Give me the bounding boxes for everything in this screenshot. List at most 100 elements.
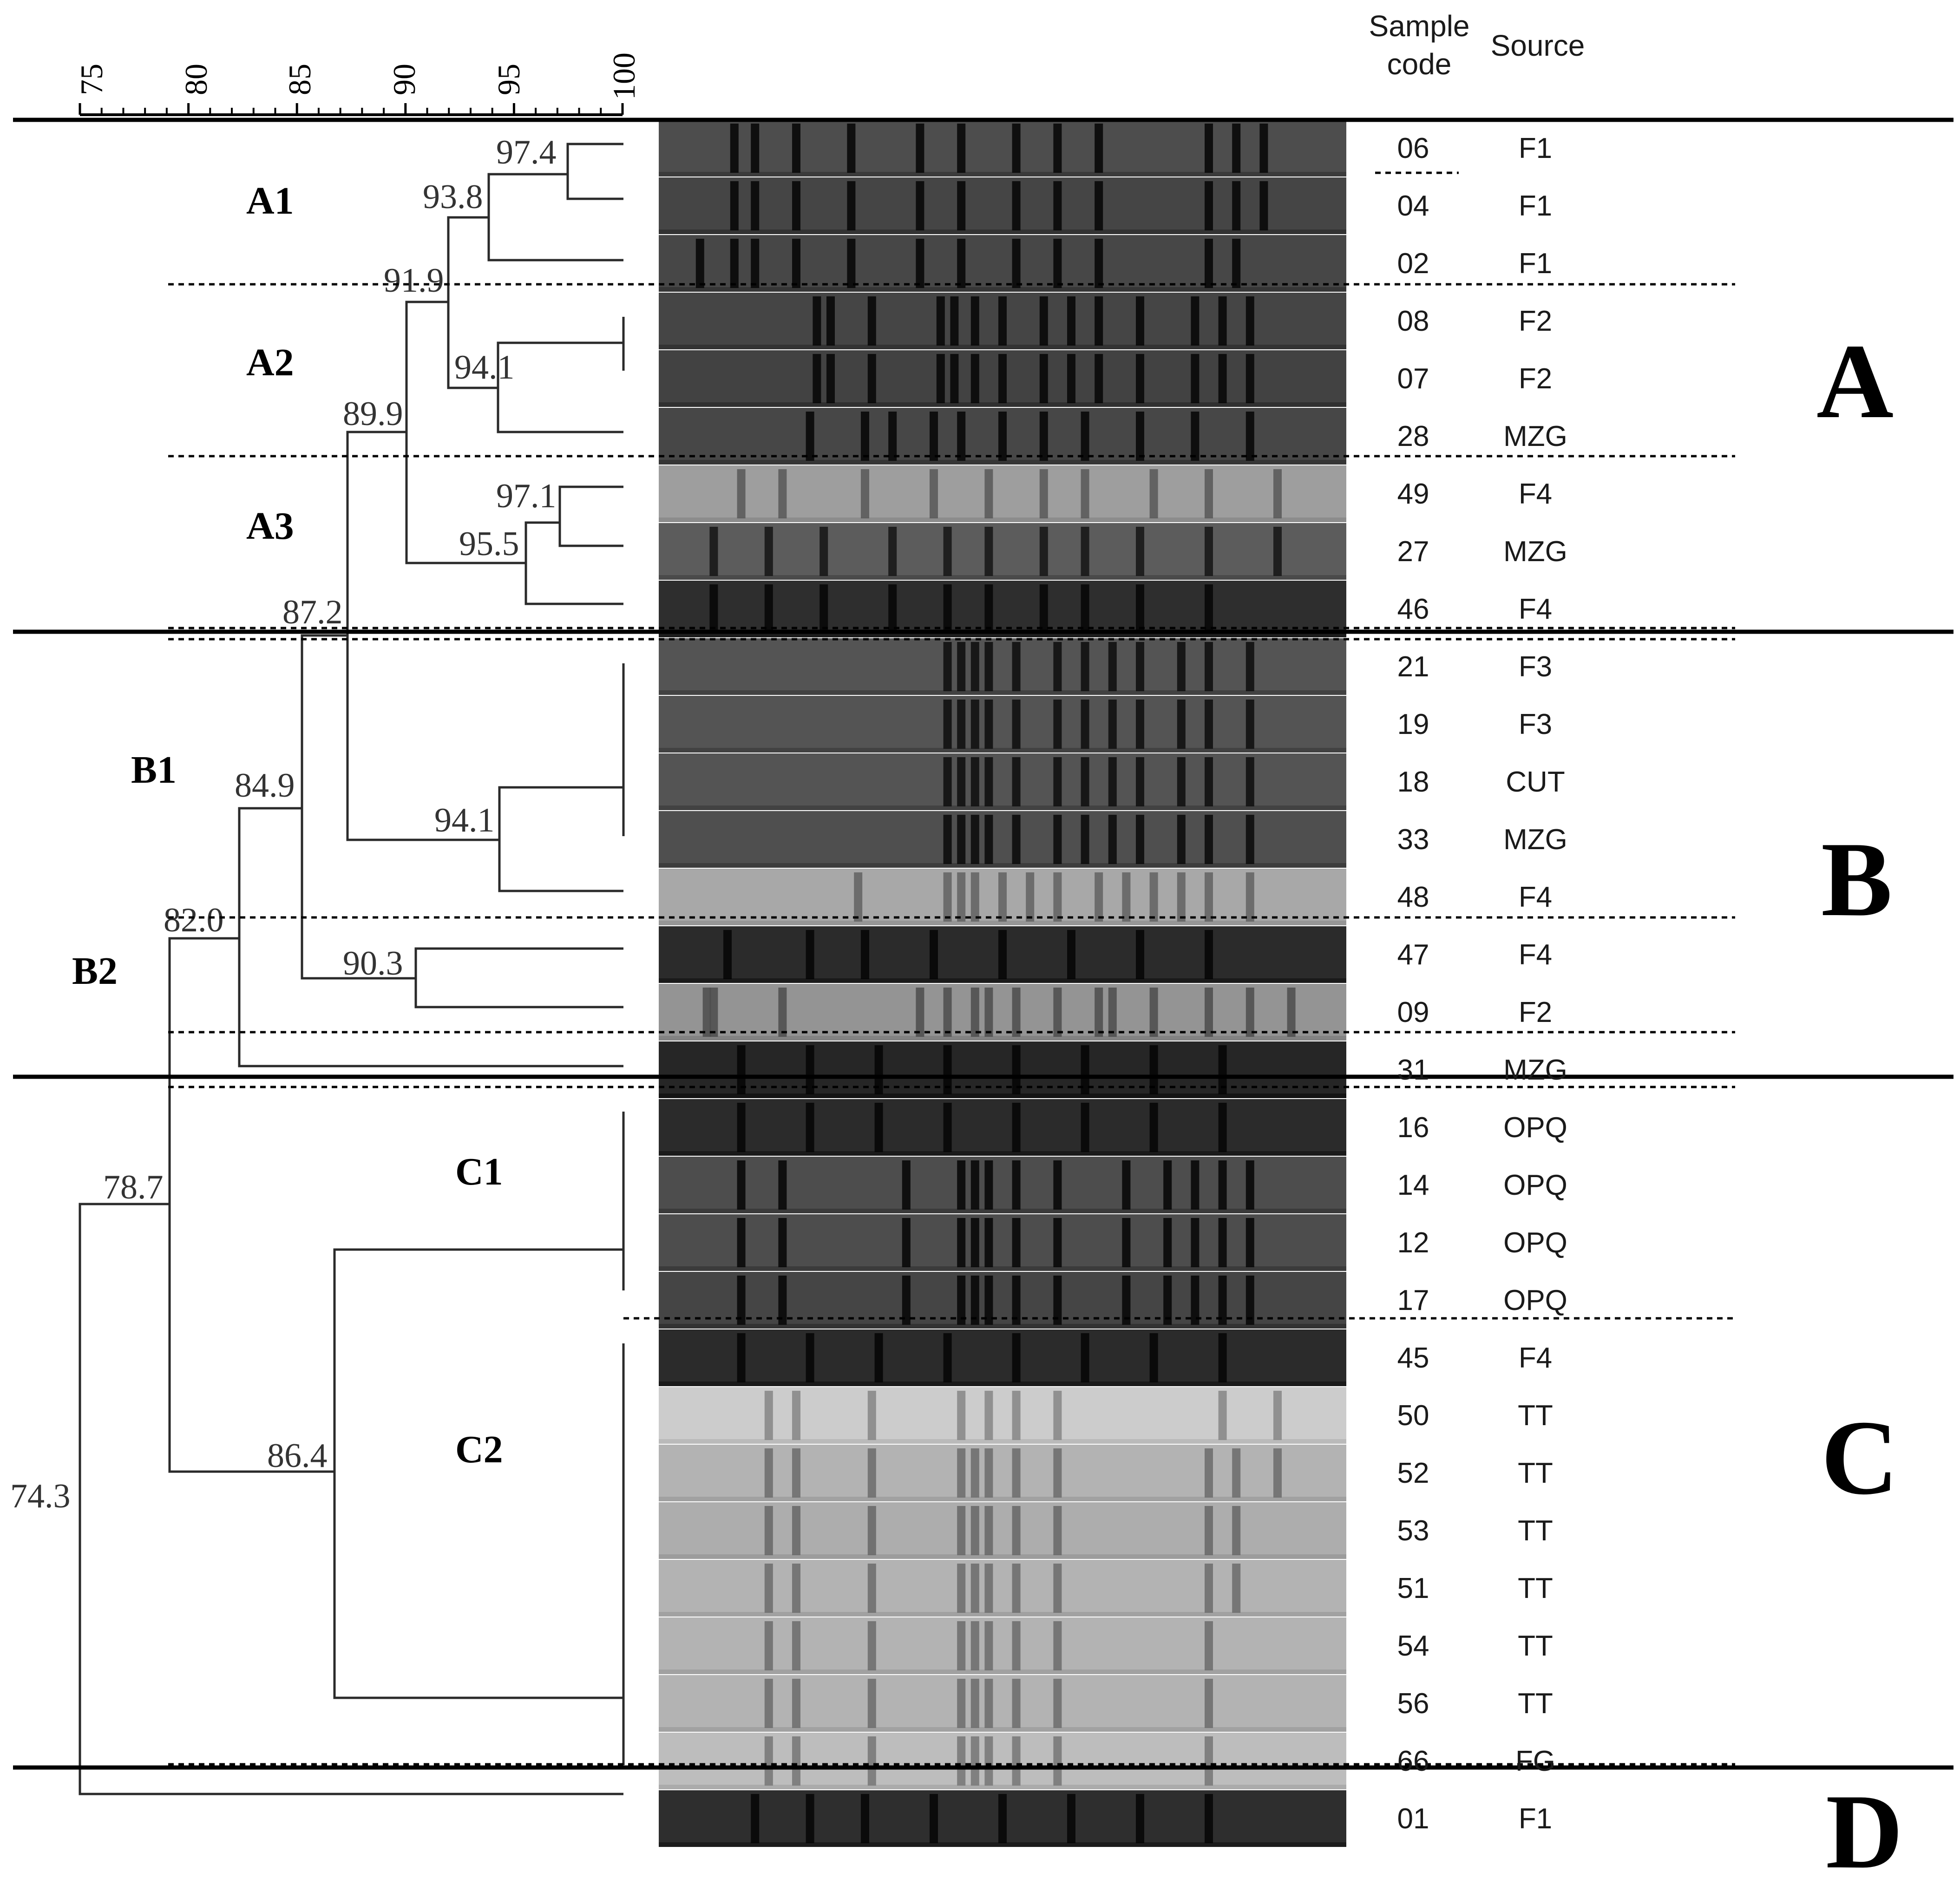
gel-band bbox=[1136, 757, 1144, 806]
gel-band bbox=[813, 296, 821, 346]
gel-band bbox=[984, 1736, 993, 1786]
gel-band bbox=[1108, 700, 1117, 749]
gel-band bbox=[1205, 1506, 1213, 1555]
gel-band bbox=[1205, 1448, 1213, 1498]
gel-band bbox=[1053, 1218, 1062, 1267]
gel-lane-shadow bbox=[659, 1842, 1346, 1847]
gel-band bbox=[984, 1391, 993, 1440]
gel-band bbox=[1205, 930, 1213, 979]
gel-band bbox=[1136, 642, 1144, 691]
gel-lane bbox=[659, 1272, 1346, 1329]
subcluster-label-a2: A2 bbox=[246, 341, 294, 384]
gel-band bbox=[792, 239, 800, 288]
sample-source: F4 bbox=[1519, 1342, 1552, 1374]
sample-source: TT bbox=[1518, 1457, 1553, 1489]
gel-lane-background bbox=[659, 1445, 1346, 1501]
gel-band bbox=[792, 1621, 800, 1670]
gel-band bbox=[792, 1506, 800, 1555]
gel-band bbox=[1218, 1103, 1227, 1152]
sample-source: F3 bbox=[1519, 708, 1552, 740]
gel-band bbox=[1053, 1621, 1062, 1670]
gel-band bbox=[764, 584, 773, 634]
gel-band bbox=[1095, 872, 1103, 922]
gel-band bbox=[1122, 1276, 1131, 1325]
branch-94-1-a2 bbox=[497, 341, 623, 433]
gel-band bbox=[1136, 354, 1144, 403]
scale-tick-label: 75 bbox=[74, 64, 109, 95]
gel-band bbox=[1218, 1276, 1227, 1325]
gel-band bbox=[874, 1103, 883, 1152]
gel-band bbox=[1232, 1564, 1241, 1613]
gel-band bbox=[930, 930, 938, 979]
gel-band bbox=[902, 1276, 911, 1325]
gel-band bbox=[792, 1448, 800, 1498]
gel-band bbox=[1259, 124, 1268, 173]
gel-band bbox=[1067, 1794, 1075, 1843]
gel-band bbox=[1067, 354, 1075, 403]
sample-source: F4 bbox=[1519, 593, 1552, 625]
gel-band bbox=[957, 412, 966, 461]
gel-lane-background bbox=[659, 1099, 1346, 1156]
gel-band bbox=[847, 239, 856, 288]
gel-band bbox=[943, 815, 952, 864]
gel-band bbox=[737, 1333, 746, 1382]
gel-band bbox=[1245, 700, 1254, 749]
gel-band bbox=[1067, 930, 1075, 979]
sample-source: CUT bbox=[1506, 766, 1565, 798]
sample-source: OPQ bbox=[1503, 1227, 1567, 1259]
gel-band bbox=[764, 1621, 773, 1670]
gel-lane-background bbox=[659, 1733, 1346, 1789]
gel-band bbox=[1053, 1564, 1062, 1613]
gel-lane-background bbox=[659, 1272, 1346, 1329]
gel-band bbox=[970, 1448, 979, 1498]
gel-band bbox=[1177, 815, 1186, 864]
gel-band bbox=[1136, 527, 1144, 576]
sample-code: 47 bbox=[1397, 939, 1429, 971]
gel-band bbox=[1205, 1621, 1213, 1670]
sample-code: 66 bbox=[1397, 1745, 1429, 1777]
gel-band bbox=[806, 1333, 814, 1382]
sample-source: OPQ bbox=[1503, 1169, 1567, 1201]
source-header: Source bbox=[1491, 29, 1585, 62]
branch-86-4 bbox=[333, 1248, 623, 1699]
sample-source: OPQ bbox=[1503, 1112, 1567, 1144]
gel-band bbox=[1012, 642, 1021, 691]
gel-lane-shadow bbox=[659, 229, 1346, 234]
node-labels: 97.4 93.8 91.9 94.1 89.9 97.1 95.5 87.2 … bbox=[10, 133, 557, 1515]
gel-band bbox=[792, 1564, 800, 1613]
gel-band bbox=[1163, 1160, 1172, 1210]
gel-band bbox=[1245, 412, 1254, 461]
gel-band bbox=[957, 1448, 966, 1498]
gel-lane-shadow bbox=[659, 633, 1346, 637]
gel-band bbox=[1245, 872, 1254, 922]
gel-band bbox=[1205, 1794, 1213, 1843]
gel-lane-background bbox=[659, 1157, 1346, 1213]
gel-band bbox=[751, 124, 760, 173]
gel-band bbox=[1245, 988, 1254, 1037]
gel-band bbox=[1012, 1448, 1021, 1498]
gel-lane-shadow bbox=[659, 1669, 1346, 1674]
gel-lane bbox=[659, 1099, 1346, 1156]
gel-lane bbox=[659, 869, 1346, 925]
gel-lane bbox=[659, 523, 1346, 580]
gel-lane-shadow bbox=[659, 287, 1346, 292]
gel-band bbox=[1205, 584, 1213, 634]
gel-band bbox=[943, 527, 952, 576]
gel-band bbox=[943, 584, 952, 634]
gel-band bbox=[861, 1794, 869, 1843]
gel-band bbox=[778, 1160, 787, 1210]
gel-band bbox=[1205, 239, 1213, 288]
gel-band bbox=[778, 469, 787, 518]
gel-band bbox=[957, 181, 966, 230]
gel-band bbox=[1108, 642, 1117, 691]
gel-band bbox=[867, 296, 876, 346]
gel-band bbox=[1012, 1103, 1021, 1152]
gel-band bbox=[984, 815, 993, 864]
gel-band bbox=[709, 988, 718, 1037]
gel-band bbox=[1205, 642, 1213, 691]
gel-band bbox=[1095, 239, 1103, 288]
gel-band bbox=[916, 124, 924, 173]
gel-band bbox=[1012, 1506, 1021, 1555]
gel-band bbox=[1095, 988, 1103, 1037]
gel-band bbox=[916, 239, 924, 288]
